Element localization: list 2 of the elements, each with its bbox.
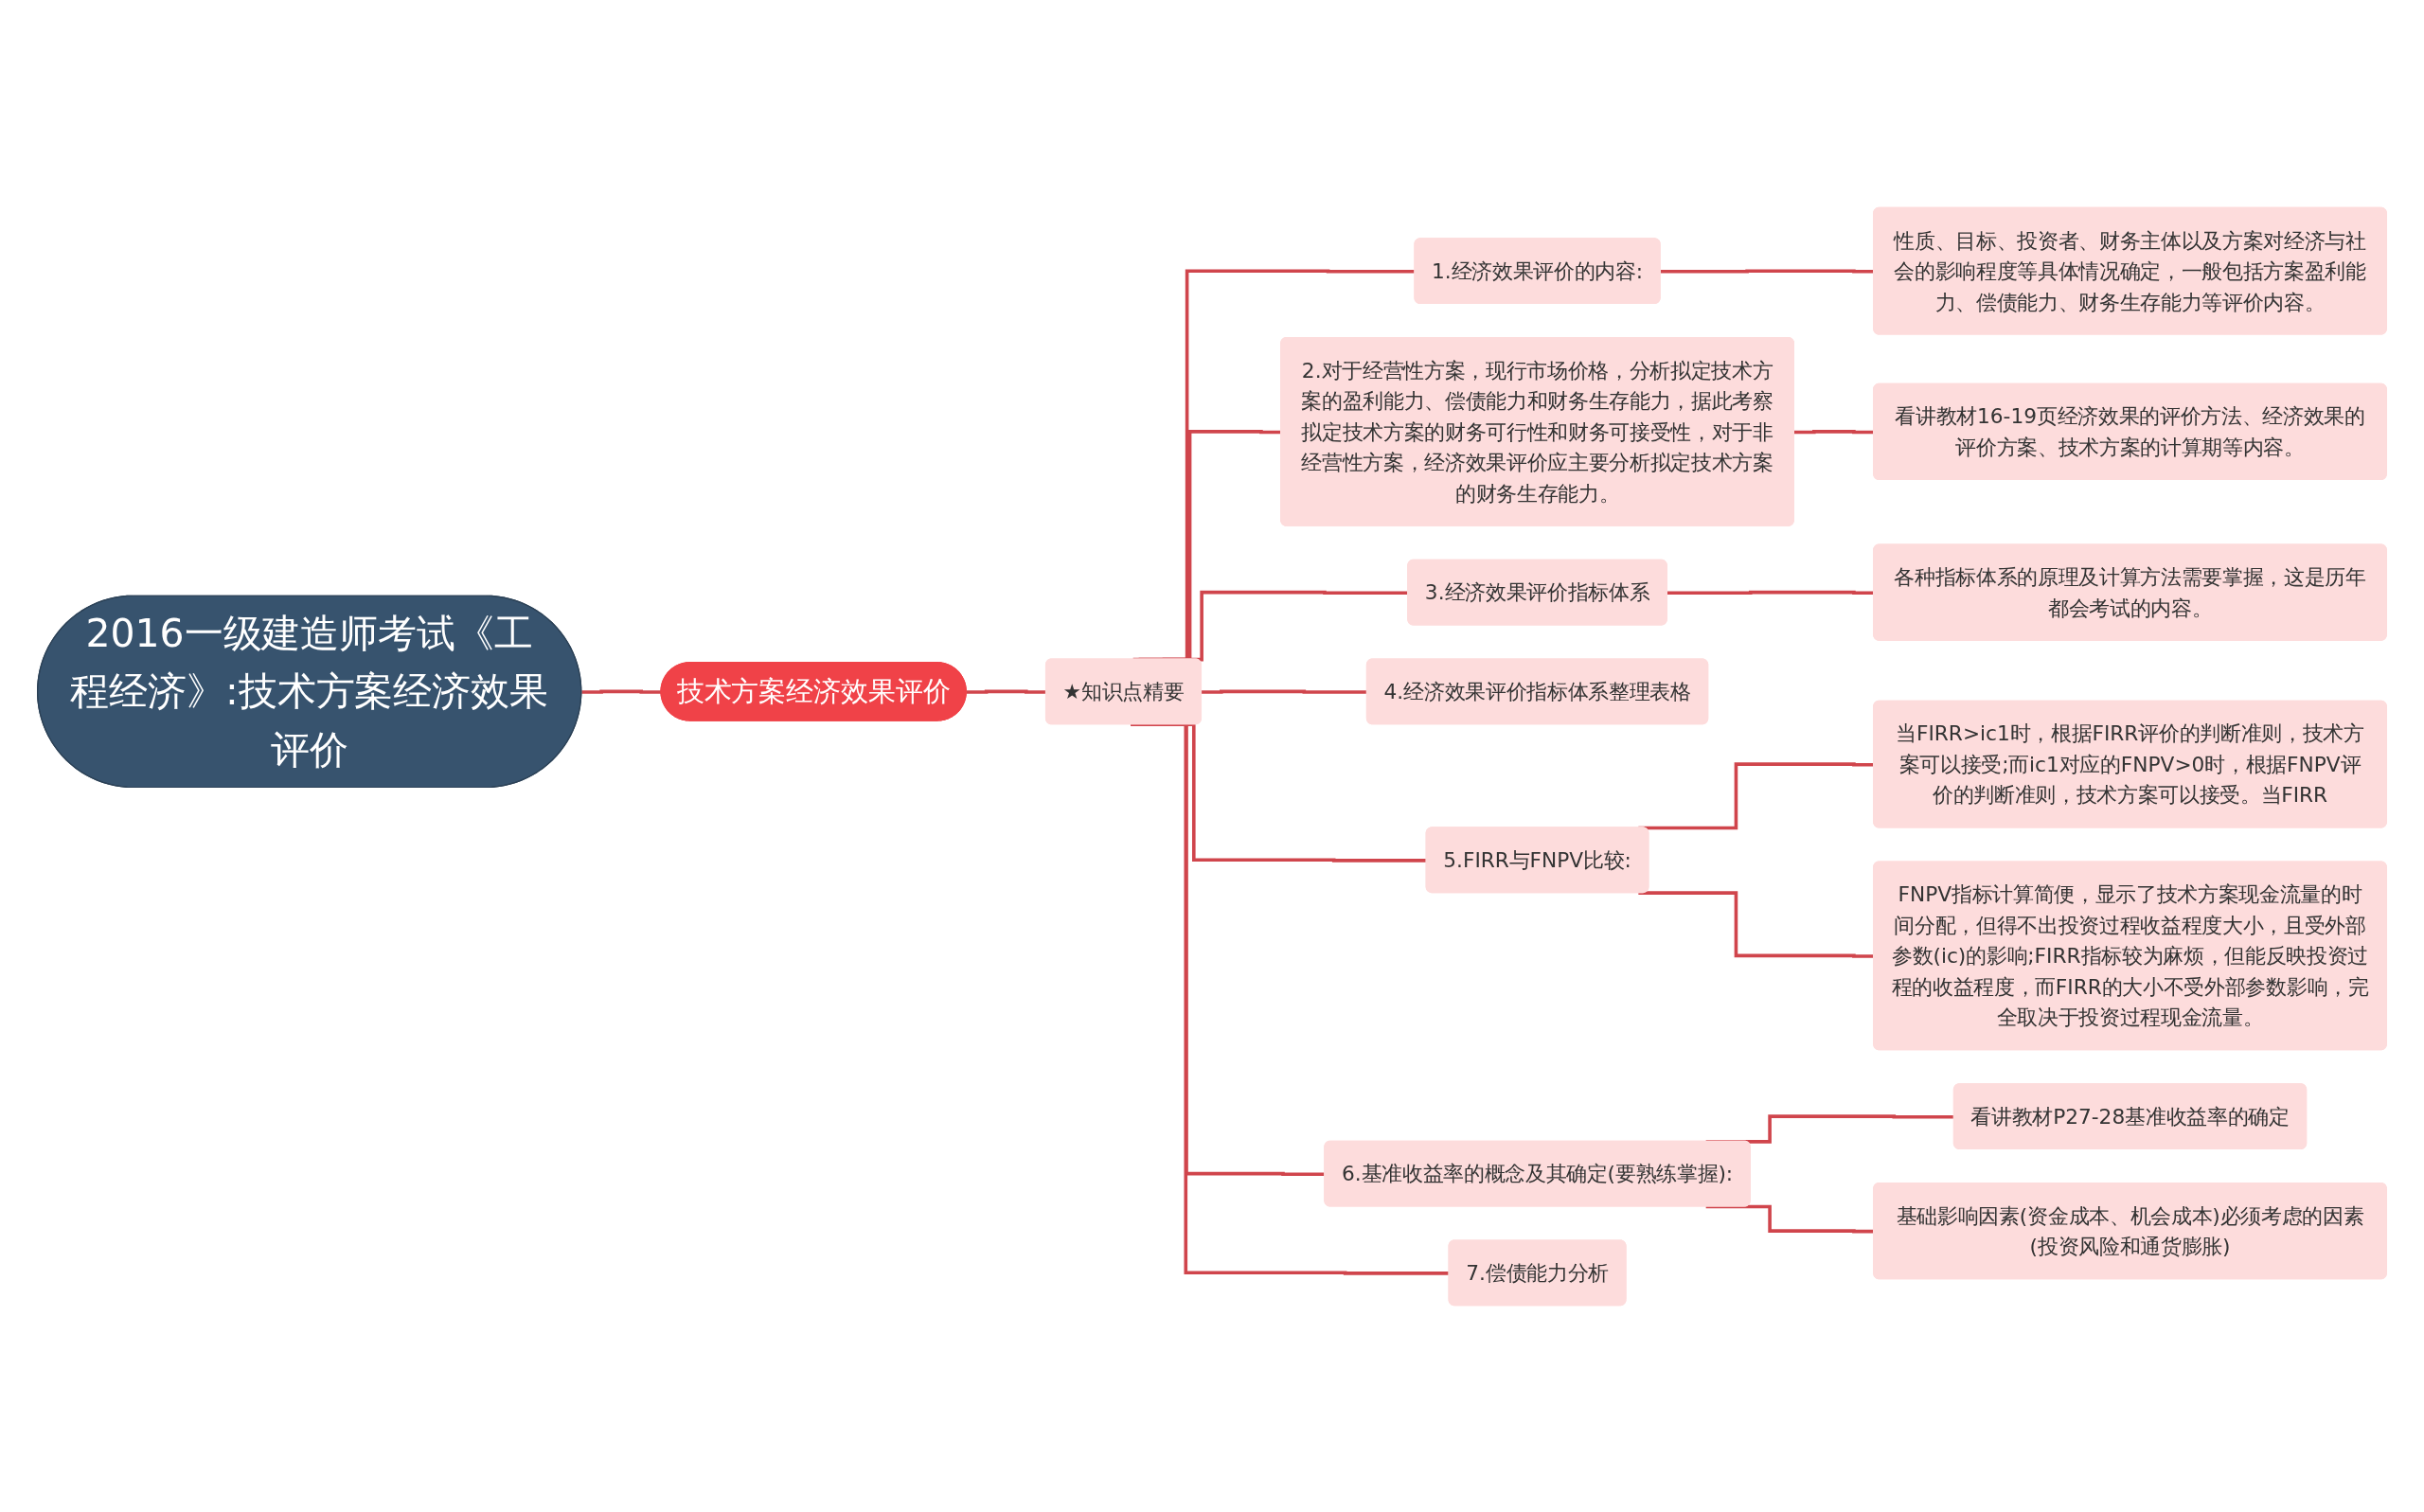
- connector: [581, 689, 662, 694]
- connector: [1131, 722, 1450, 1275]
